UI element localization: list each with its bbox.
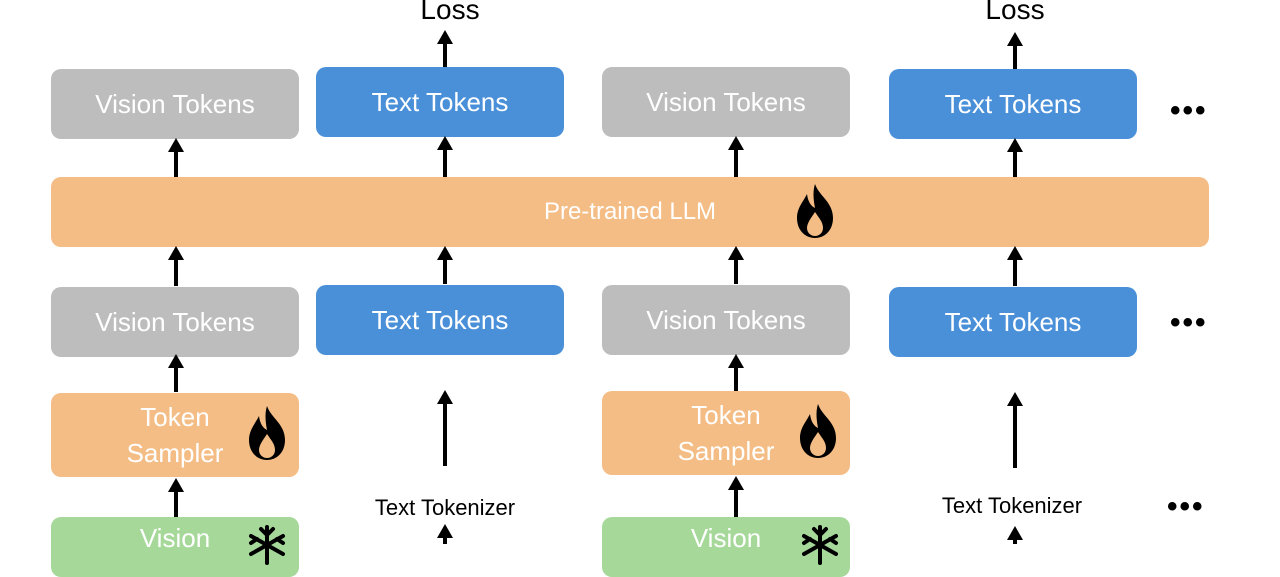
vision-tokens-input-1: Vision Tokens bbox=[51, 287, 299, 357]
text-tokens-label: Text Tokens bbox=[944, 88, 1082, 119]
flame-icon bbox=[249, 406, 285, 460]
arrow-llm-to-vision-1 bbox=[168, 138, 184, 178]
text-tokens-label: Text Tokens bbox=[371, 86, 509, 117]
arrow-llm-to-text-1 bbox=[437, 136, 453, 178]
vision-tokens-output-2: Vision Tokens bbox=[602, 67, 850, 137]
token-sampler-line2: Sampler bbox=[126, 438, 224, 468]
arrow-tokenizer-to-text-1 bbox=[437, 390, 453, 466]
arrow-into-tokenizer-2 bbox=[1007, 526, 1023, 544]
token-sampler-line2: Sampler bbox=[677, 436, 775, 466]
token-sampler-line1: Token bbox=[691, 400, 761, 430]
text-tokens-output-1: Text Tokens bbox=[316, 67, 564, 137]
vision-tokens-input-2: Vision Tokens bbox=[602, 285, 850, 355]
vision-tokens-label: Vision Tokens bbox=[646, 86, 806, 117]
token-sampler-2: Token Sampler bbox=[602, 391, 850, 475]
pretrained-llm: Pre-trained LLM bbox=[51, 177, 1209, 247]
flame-icon bbox=[800, 404, 836, 458]
arrow-encoder-to-sampler-1 bbox=[168, 478, 184, 518]
flame-icon bbox=[797, 184, 833, 238]
loss-label-2: Loss bbox=[985, 0, 1045, 25]
llm-label: Pre-trained LLM bbox=[543, 198, 717, 225]
arrow-text-to-llm-2 bbox=[1007, 246, 1023, 286]
arrow-tokenizer-to-text-2 bbox=[1007, 392, 1023, 468]
arrow-into-tokenizer-1 bbox=[437, 524, 453, 544]
arrow-to-loss-2 bbox=[1007, 32, 1023, 70]
arrow-to-loss-1 bbox=[437, 30, 453, 68]
token-sampler-line1: Token bbox=[140, 402, 210, 432]
arrow-sampler-to-vision-1 bbox=[168, 354, 184, 392]
text-tokens-output-2: Text Tokens bbox=[889, 69, 1137, 139]
ellipsis-top: ••• bbox=[1170, 94, 1208, 127]
ellipsis-middle: ••• bbox=[1170, 306, 1208, 339]
vision-tokens-label: Vision Tokens bbox=[646, 304, 806, 335]
snowflake-icon bbox=[802, 525, 838, 565]
text-tokens-label: Text Tokens bbox=[944, 306, 1082, 337]
text-tokens-input-2: Text Tokens bbox=[889, 287, 1137, 357]
vision-encoder-2: Vision bbox=[602, 517, 850, 577]
loss-label-1: Loss bbox=[420, 0, 480, 25]
snowflake-icon bbox=[249, 525, 285, 565]
arrow-llm-to-text-2 bbox=[1007, 138, 1023, 178]
token-sampler-1: Token Sampler bbox=[51, 393, 299, 477]
vision-tokens-label: Vision Tokens bbox=[95, 88, 255, 119]
text-tokens-input-1: Text Tokens bbox=[316, 285, 564, 355]
ellipsis-bottom: ••• bbox=[1167, 490, 1205, 523]
vision-tokens-output-1: Vision Tokens bbox=[51, 69, 299, 139]
text-tokens-label: Text Tokens bbox=[371, 304, 509, 335]
arrow-vision-to-llm-2 bbox=[728, 246, 744, 284]
arrow-encoder-to-sampler-2 bbox=[728, 476, 744, 518]
vision-encoder-1: Vision bbox=[51, 517, 299, 577]
arrow-sampler-to-vision-2 bbox=[728, 354, 744, 392]
arrow-text-to-llm-1 bbox=[437, 246, 453, 284]
arrow-llm-to-vision-2 bbox=[728, 136, 744, 178]
text-tokenizer-label-1: Text Tokenizer bbox=[374, 495, 516, 520]
arrow-vision-to-llm-1 bbox=[168, 246, 184, 286]
text-tokenizer-label-2: Text Tokenizer bbox=[941, 493, 1083, 518]
vision-tokens-label: Vision Tokens bbox=[95, 306, 255, 337]
